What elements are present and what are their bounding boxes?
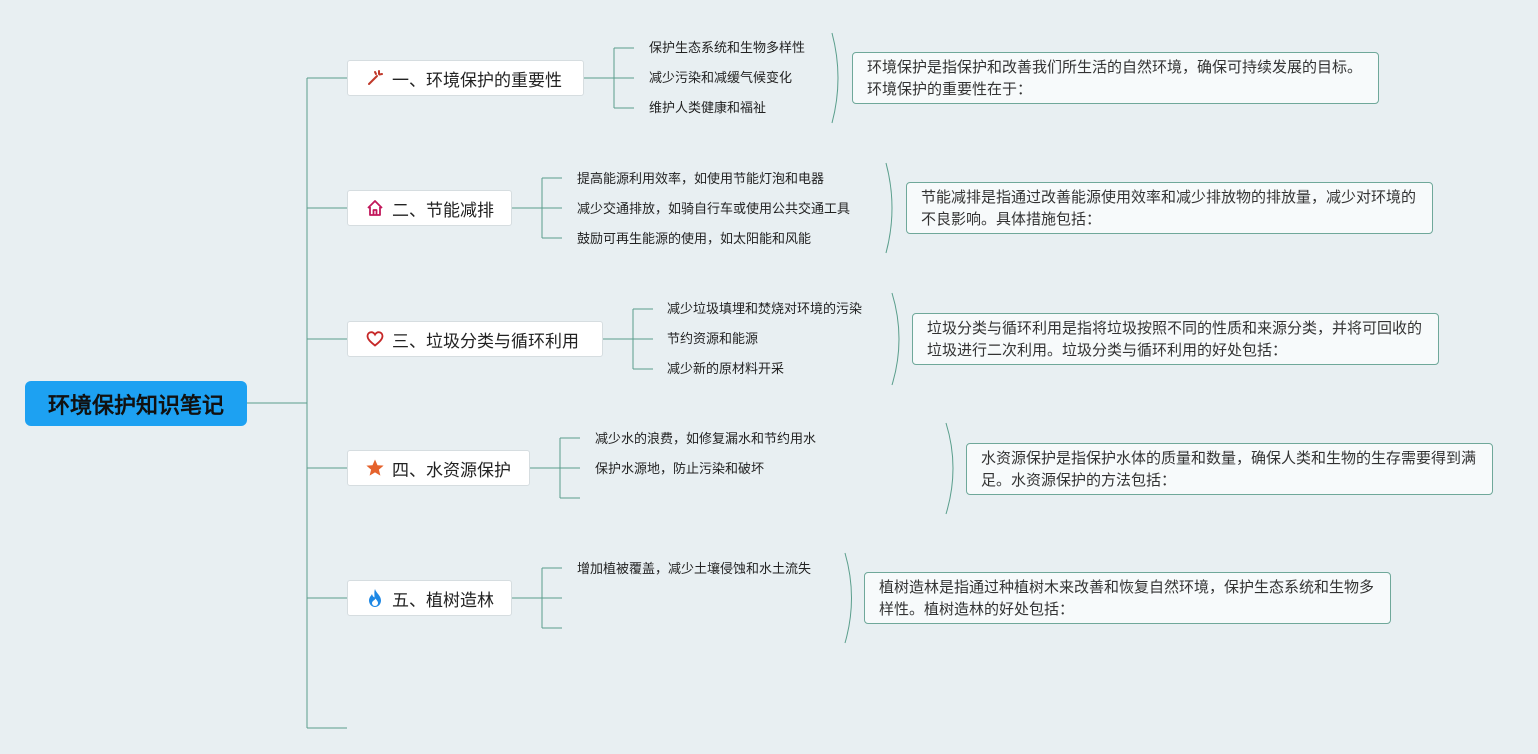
summary-note[interactable]: 环境保护是指保护和改善我们所生活的自然环境，确保可持续发展的目标。环境保护的重要… (852, 52, 1379, 104)
leaf-item[interactable]: 减少新的原材料开采 (667, 362, 785, 377)
root-label: 环境保护知识笔记 (47, 393, 224, 419)
topic-energy-saving[interactable]: 二、节能减排 (347, 190, 512, 226)
leaf-item[interactable]: 减少污染和减缓气候变化 (649, 71, 793, 86)
summary-note[interactable]: 水资源保护是指保护水体的质量和数量，确保人类和生物的生存需要得到满足。水资源保护… (966, 443, 1493, 495)
summary-note[interactable]: 节能减排是指通过改善能源使用效率和减少排放物的排放量，减少对环境的不良影响。具体… (906, 182, 1433, 234)
branch4-brace (945, 422, 954, 515)
leaf-item[interactable]: 节约资源和能源 (667, 332, 759, 347)
topic-waste-sorting[interactable]: 三、垃圾分类与循环利用 (347, 321, 603, 357)
topic-label: 三、垃圾分类与循环利用 (392, 331, 579, 352)
leaf-item[interactable]: 减少水的浪费，如修复漏水和节约用水 (595, 432, 817, 447)
leaf-item[interactable]: 维护人类健康和福祉 (649, 101, 767, 116)
leaf-item[interactable]: 增加植被覆盖，减少土壤侵蚀和水土流失 (577, 562, 812, 577)
branch3-brace (891, 292, 900, 386)
topic-environment-importance[interactable]: 一、环境保护的重要性 (347, 60, 584, 96)
topic-water-protection[interactable]: 四、水资源保护 (347, 450, 530, 486)
topic-label: 二、节能减排 (392, 200, 494, 221)
branch5-brace (844, 552, 852, 644)
branch1-brace (831, 32, 839, 124)
leaf-item[interactable]: 鼓励可再生能源的使用，如太阳能和风能 (577, 232, 812, 247)
leaf-item[interactable]: 减少垃圾填埋和焚烧对环境的污染 (667, 302, 863, 317)
topic-afforestation[interactable]: 五、植树造林 (347, 580, 512, 616)
leaf-item[interactable]: 保护水源地，防止污染和破坏 (595, 462, 765, 477)
star-icon (364, 457, 386, 479)
leaf-item[interactable]: 保护生态系统和生物多样性 (649, 41, 806, 56)
leaf-item[interactable]: 减少交通排放，如骑自行车或使用公共交通工具 (577, 202, 851, 217)
branch2-brace (885, 162, 893, 254)
topic-label: 四、水资源保护 (392, 460, 511, 481)
magic-wand-icon (364, 67, 386, 89)
flame-icon (364, 587, 386, 609)
leaf-item[interactable]: 提高能源利用效率，如使用节能灯泡和电器 (577, 172, 825, 187)
home-icon (364, 197, 386, 219)
summary-note[interactable]: 垃圾分类与循环利用是指将垃圾按照不同的性质和来源分类，并将可回收的垃圾进行二次利… (912, 313, 1439, 365)
heart-icon (364, 328, 386, 350)
topic-label: 一、环境保护的重要性 (392, 70, 562, 91)
root-topic[interactable]: 环境保护知识笔记 (25, 381, 247, 426)
summary-note[interactable]: 植树造林是指通过种植树木来改善和恢复自然环境，保护生态系统和生物多样性。植树造林… (864, 572, 1391, 624)
topic-label: 五、植树造林 (392, 590, 494, 611)
